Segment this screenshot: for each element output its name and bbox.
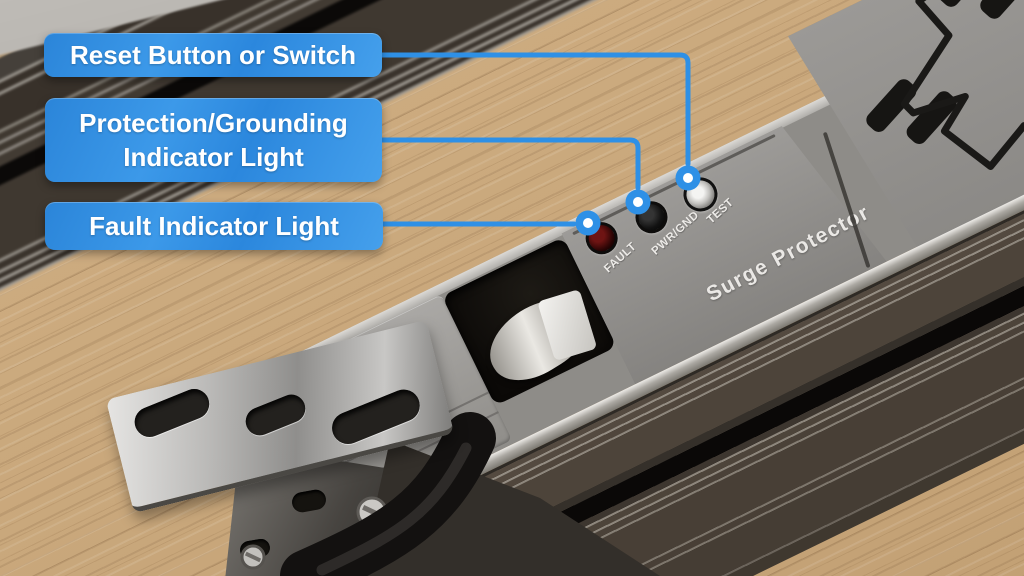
callout-dot-test [675,165,701,191]
callout-line-protection [367,137,641,191]
socket-slot-pair-top [937,0,1024,19]
callout-dot-pwrgnd [625,189,651,215]
surge-protector-device: LSP FAULT PWR/GND TEST Surge Protector [140,0,1024,576]
callout-label-fault-indicator: Fault Indicator Light [45,202,383,250]
power-cable-highlight [316,442,472,576]
universal-socket-cutout [866,0,1024,170]
socket-outline [900,0,1024,170]
callout-label-protection-grounding: Protection/Grounding Indicator Light [45,98,382,182]
callout-line-reset [367,52,691,167]
callout-dot-fault [575,210,601,236]
mounting-screw [240,544,266,570]
callout-label-reset-button: Reset Button or Switch [44,33,382,77]
